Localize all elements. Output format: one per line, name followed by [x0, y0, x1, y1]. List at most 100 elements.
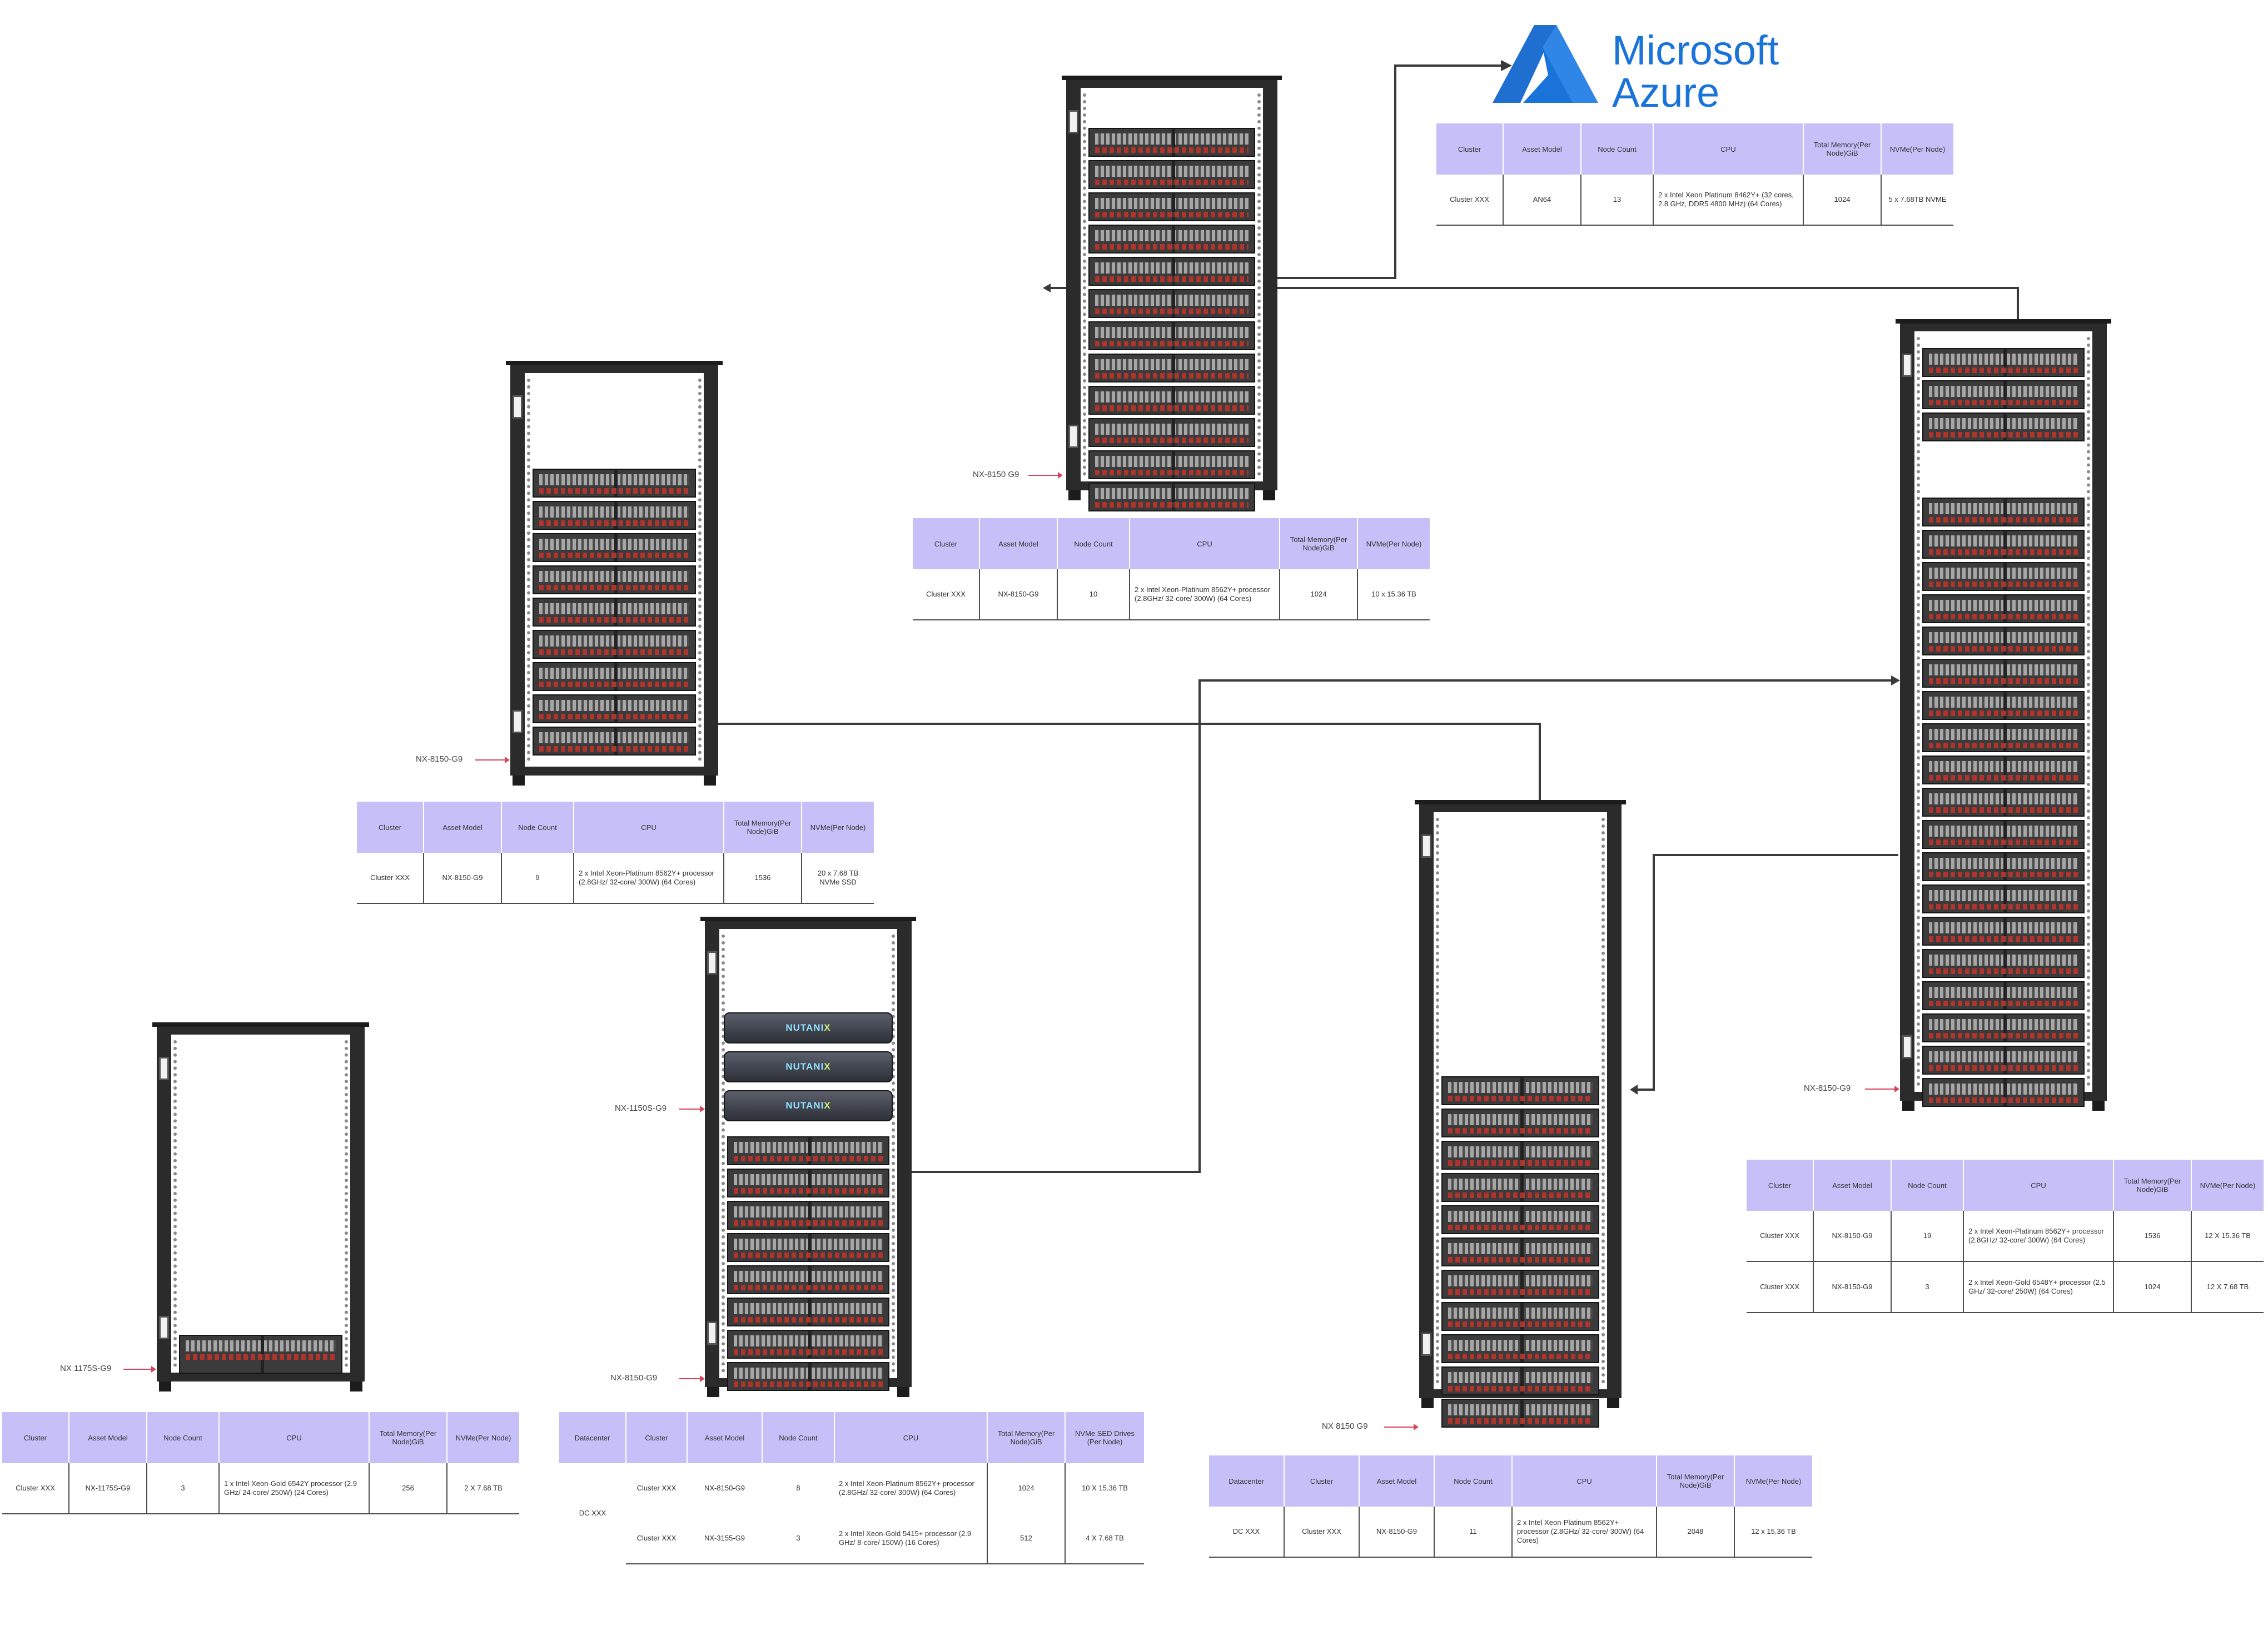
cell-cluster: Cluster XXX [1284, 1507, 1359, 1558]
server-node [1922, 820, 2085, 849]
cell-cpu: 2 x Intel Xeon-Platinum 8562Y+ processor… [573, 853, 724, 904]
cell-total-memory: 512 [987, 1513, 1065, 1564]
cell-cluster: Cluster XXX [626, 1513, 687, 1564]
server-node [533, 694, 696, 723]
cell-cpu: 2 x Intel Xeon-Gold 5415+ processor (2.9… [834, 1513, 987, 1564]
cell-asset-model: NX-8150-G9 [1813, 1211, 1891, 1261]
col-total-memory: Total Memory(Per Node)GiB [1279, 518, 1357, 569]
server-node [1922, 348, 2085, 377]
cell-node-count: 3 [762, 1513, 834, 1564]
server-node [1088, 321, 1255, 350]
server-node [1922, 530, 2085, 559]
server-node [1088, 354, 1255, 382]
cell-cluster: Cluster XXX [1747, 1211, 1813, 1261]
table-row: Cluster XXX NX-8150-G9 9 2 x Intel Xeon-… [357, 853, 874, 904]
server-node [1088, 386, 1255, 415]
server-node [1922, 852, 2085, 881]
col-node-count: Node Count [1434, 1455, 1512, 1507]
cell-total-memory: 1024 [1803, 175, 1881, 226]
cell-asset-model: NX-8150-G9 [979, 569, 1057, 620]
col-node-count: Node Count [501, 802, 574, 853]
col-asset-model: Asset Model [68, 1412, 147, 1463]
server-node [1441, 1141, 1599, 1170]
server-node [727, 1362, 889, 1391]
col-cpu: CPU [1653, 123, 1803, 175]
server-node [1441, 1270, 1599, 1299]
server-node [179, 1335, 342, 1374]
arrowhead-left [1043, 284, 1051, 292]
rack6-label: NX-8150-G9 [1804, 1084, 1851, 1093]
cell-asset-model: NX-1175S-G9 [68, 1463, 147, 1514]
col-cluster: Cluster [1747, 1160, 1813, 1211]
server-node [533, 533, 696, 562]
server-node [1922, 659, 2085, 688]
col-nvme-sed: NVMe SED Drives (Per Node) [1065, 1412, 1144, 1463]
rack5-label: NX 8150 G9 [1322, 1422, 1368, 1431]
server-node [1922, 691, 2085, 720]
col-asset-model: Asset Model [1359, 1455, 1434, 1507]
col-node-count: Node Count [1891, 1160, 1963, 1211]
server-node [1441, 1205, 1599, 1234]
server-node [1922, 1013, 2085, 1042]
server-node [533, 469, 696, 498]
server-node [1922, 723, 2085, 752]
col-node-count: Node Count [1057, 518, 1130, 569]
cell-nvme: 12 X 15.36 TB [2191, 1211, 2264, 1261]
col-total-memory: Total Memory(Per Node)GiB [1656, 1455, 1734, 1507]
server-node [1441, 1109, 1599, 1137]
col-node-count: Node Count [146, 1412, 219, 1463]
cell-node-count: 9 [501, 853, 574, 904]
azure-icon [1493, 25, 1598, 103]
server-node [727, 1298, 889, 1326]
cell-asset-model: NX-8150-G9 [687, 1463, 762, 1513]
server-node [1922, 884, 2085, 913]
col-total-memory: Total Memory(Per Node)GiB [1803, 123, 1881, 175]
rack4-bottom-label-arrow [679, 1375, 705, 1382]
spec-table-rack3: Cluster Asset Model Node Count CPU Total… [2, 1412, 519, 1514]
cell-total-memory: 1024 [987, 1463, 1065, 1513]
link-rack2-rack6 [1276, 287, 2019, 322]
cell-cpu: 2 x Intel Xeon-Platinum 8562Y+ processor… [834, 1463, 987, 1513]
server-node [1441, 1366, 1599, 1395]
spec-table-rack5: Datacenter Cluster Asset Model Node Coun… [1209, 1455, 1812, 1558]
table-row: Cluster XXX NX-3155-G9 3 2 x Intel Xeon-… [559, 1513, 1144, 1564]
col-total-memory: Total Memory(Per Node)GiB [723, 802, 802, 853]
table-row: Cluster XXX NX-8150-G9 19 2 x Intel Xeon… [1747, 1211, 2264, 1261]
spec-table-rack6: Cluster Asset Model Node Count CPU Total… [1747, 1160, 2264, 1313]
cell-total-memory: 1536 [723, 853, 802, 904]
cell-nvme: 5 x 7.68TB NVME [1881, 175, 1953, 226]
server-node [533, 662, 696, 691]
server-node [1088, 450, 1255, 479]
server-node [533, 565, 696, 594]
rack1-label: NX-8150-G9 [416, 754, 463, 764]
azure-brand-microsoft: Microsoft [1612, 27, 1779, 73]
server-node [727, 1265, 889, 1294]
cell-total-memory: 1024 [2113, 1261, 2191, 1313]
cell-cluster: Cluster XXX [1436, 175, 1503, 226]
server-node [1922, 380, 2085, 409]
server-node [1922, 594, 2085, 623]
cell-node-count: 3 [1891, 1261, 1963, 1313]
server-rack-6 [1896, 319, 2111, 1111]
nutanix-appliance: NUTANIX [724, 1012, 893, 1043]
cell-node-count: 13 [1580, 175, 1653, 226]
server-rack-5 [1415, 800, 1626, 1428]
cell-nvme-sed: 4 X 7.68 TB [1065, 1513, 1144, 1564]
rack3-label: NX 1175S-G9 [60, 1364, 112, 1373]
server-node [727, 1169, 889, 1197]
server-node [1441, 1302, 1599, 1331]
table-row: Cluster XXX NX-1175S-G9 3 1 x Intel Xeon… [2, 1463, 519, 1514]
cell-nvme: 2 X 7.68 TB [446, 1463, 519, 1514]
cell-cluster: Cluster XXX [1747, 1261, 1813, 1313]
col-cpu: CPU [573, 802, 724, 853]
rack4-bottom-label: NX-8150-G9 [610, 1373, 658, 1383]
rack6-label-arrow [1865, 1086, 1899, 1092]
cell-asset-model: NX-8150-G9 [423, 853, 501, 904]
table-row: Cluster XXX NX-8150-G9 10 2 x Intel Xeon… [913, 569, 1430, 620]
link-rack4-rack6 [911, 679, 1898, 1173]
server-node [533, 630, 696, 659]
server-node [1088, 483, 1255, 511]
cell-node-count: 19 [1891, 1211, 1963, 1261]
rack4-top-label-arrow [679, 1106, 705, 1112]
